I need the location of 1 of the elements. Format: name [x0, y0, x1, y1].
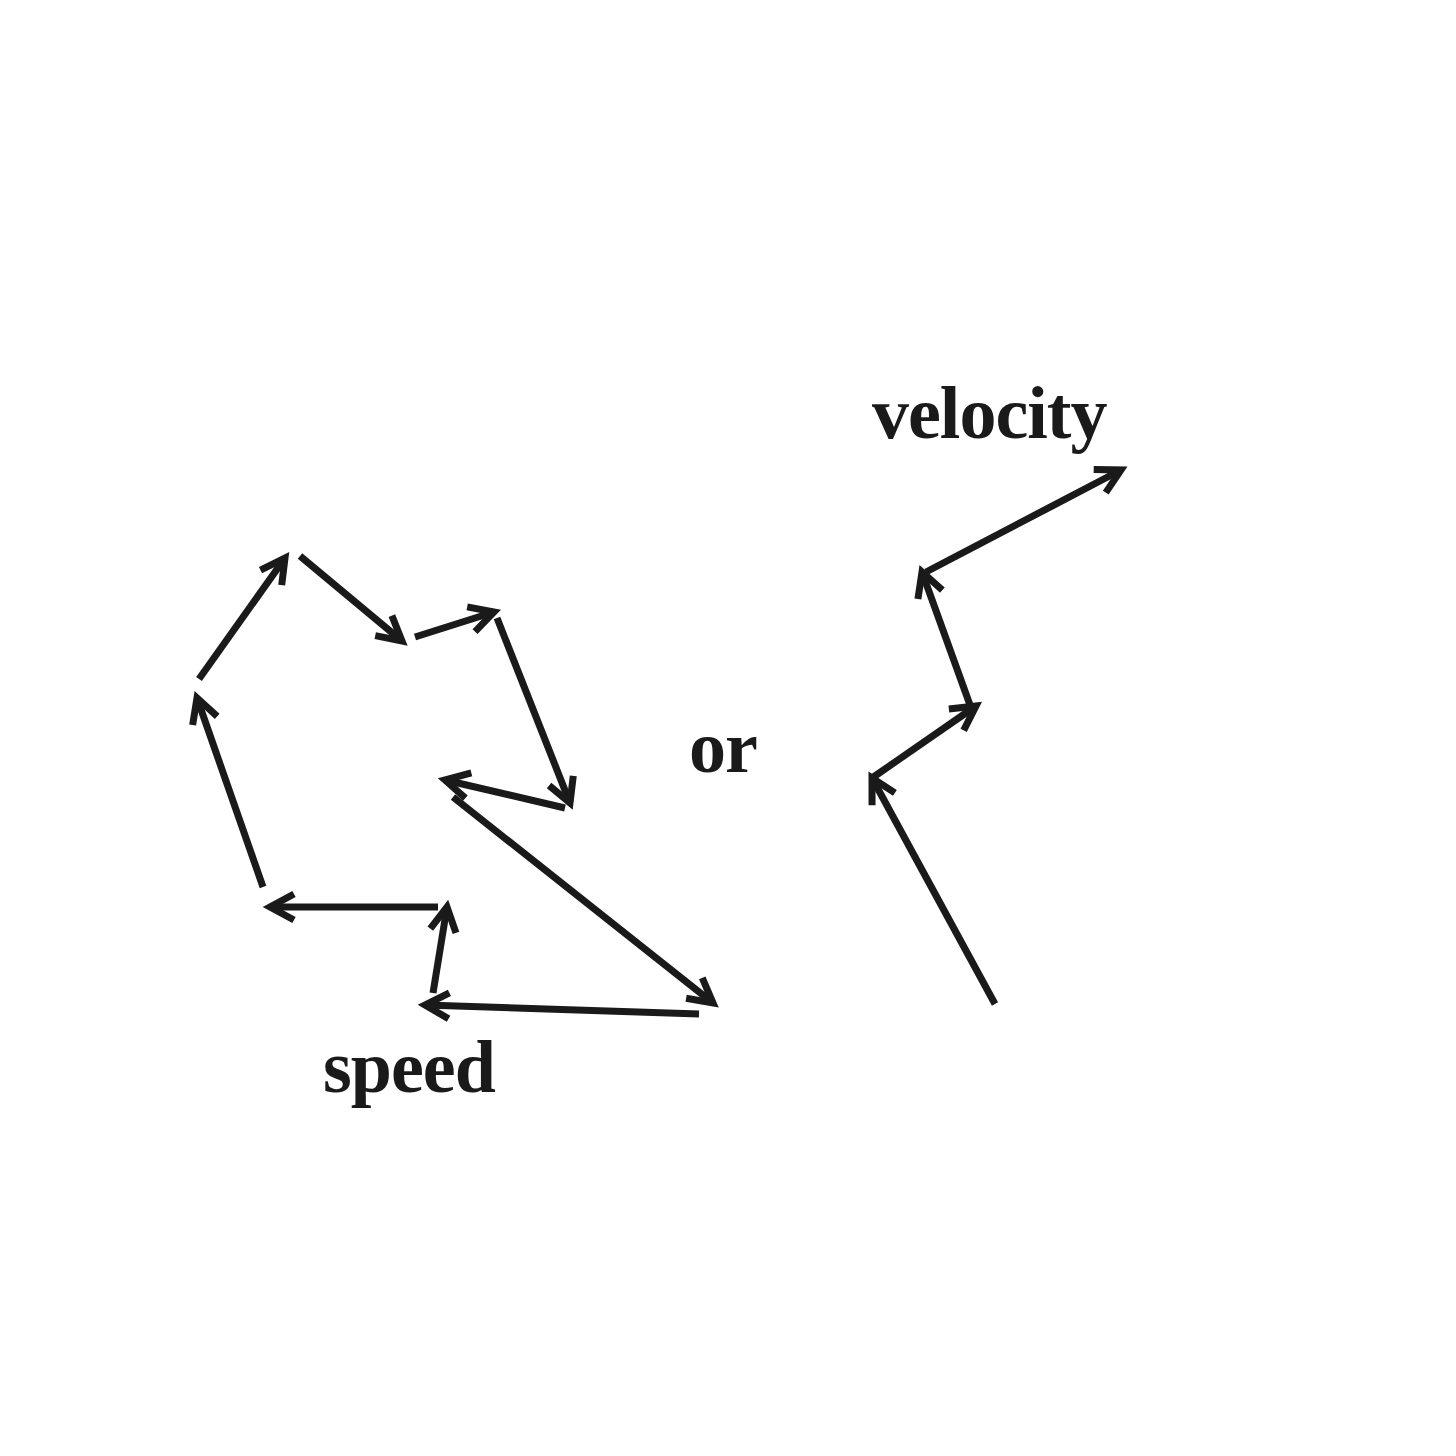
- word-label: or: [689, 710, 757, 784]
